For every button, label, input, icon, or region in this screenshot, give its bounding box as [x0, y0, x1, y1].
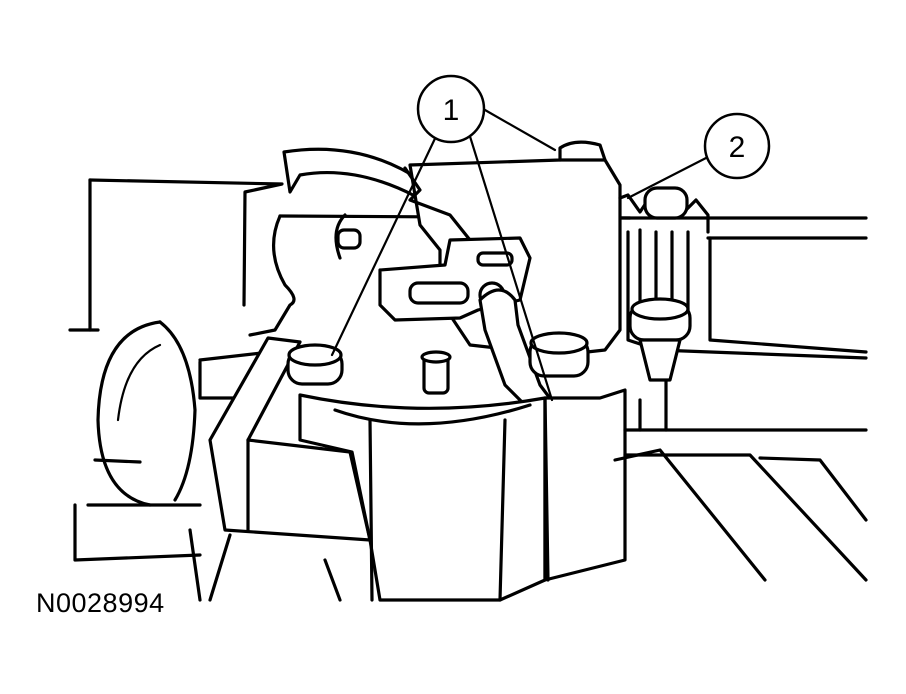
figure-code: N0028994: [36, 588, 165, 618]
lower-rails: [613, 368, 868, 582]
lower-frame: [73, 503, 342, 602]
right-housing: [543, 186, 710, 582]
callout-2-number: 2: [729, 131, 746, 164]
pulley-disc: [68, 320, 272, 507]
callout-1: 1: [330, 74, 557, 402]
fastener-caps: [286, 297, 692, 386]
callout-1-number: 1: [443, 94, 460, 127]
callout-2: 2: [626, 112, 771, 200]
center-column: [298, 350, 547, 602]
